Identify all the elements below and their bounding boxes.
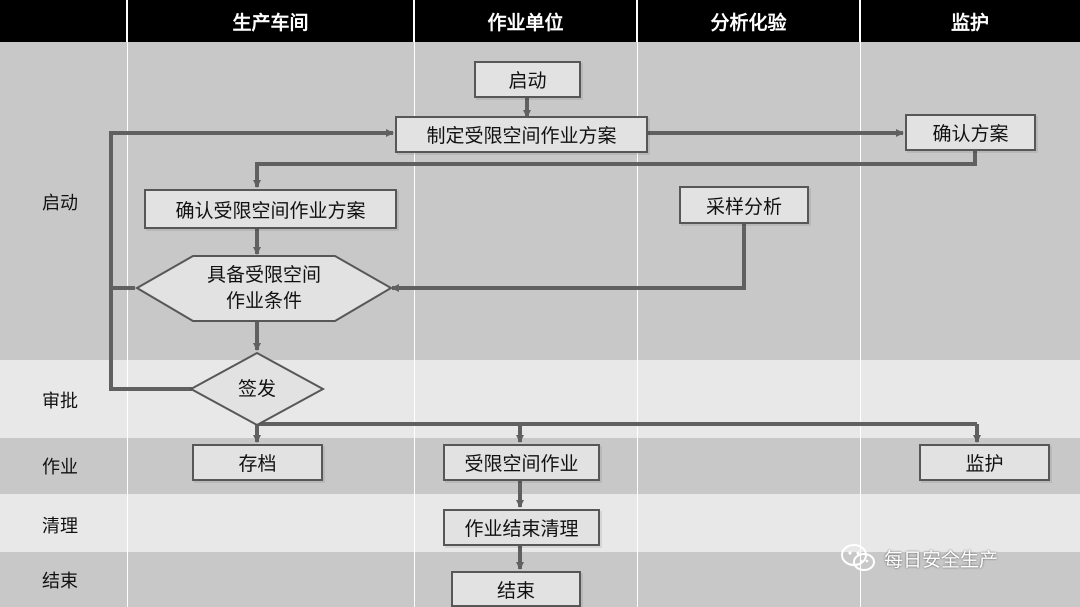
monitor-box: 监护 (919, 444, 1050, 481)
header-divider (859, 0, 861, 42)
conditions-decision-shape (135, 255, 393, 322)
column-divider (127, 42, 128, 607)
header-divider (126, 0, 128, 42)
arrow-sampling-to-conditions (391, 224, 746, 292)
header-monitoring: 监护 (860, 0, 1080, 42)
column-divider (860, 42, 861, 607)
conditions-line-1: 具备受限空间 (206, 264, 322, 286)
stage-label-start: 启动 (42, 193, 78, 214)
header-divider (413, 0, 415, 42)
line-sign-feedback (109, 288, 192, 391)
stage-label-cleanup: 清理 (42, 516, 78, 537)
stage-label-approval: 审批 (42, 391, 78, 412)
sampling-box: 采样分析 (679, 186, 809, 224)
stage-label-end: 结束 (42, 571, 78, 592)
start-box: 启动 (474, 61, 581, 98)
confirm-plan-box: 确认方案 (905, 114, 1036, 151)
cleanup-box: 作业结束清理 (443, 509, 600, 546)
wechat-icon (841, 544, 875, 571)
conditions-decision: 具备受限空间 作业条件 (207, 262, 321, 314)
confirm-workshop-plan-box: 确认受限空间作业方案 (144, 189, 397, 229)
header-analysis: 分析化验 (637, 0, 860, 42)
column-divider (414, 42, 415, 607)
sign-decision: 签发 (237, 378, 277, 400)
stage-label-work: 作业 (42, 457, 78, 478)
plan-box: 制定受限空间作业方案 (395, 116, 648, 153)
conditions-line-2: 作业条件 (225, 290, 303, 312)
arrow-confirm-to-workshop (253, 151, 977, 188)
column-divider (637, 42, 638, 607)
header-blank (0, 0, 127, 42)
header-divider (636, 0, 638, 42)
header-workshop: 生产车间 (127, 0, 414, 42)
watermark-text: 每日安全生产 (884, 548, 999, 571)
archive-box: 存档 (192, 444, 323, 481)
sign-decision-shape (188, 351, 326, 427)
header-work-unit: 作业单位 (414, 0, 637, 42)
arrow-feedback-to-plan (109, 129, 394, 290)
watermark: 每日安全生产 (840, 540, 998, 576)
end-box: 结束 (451, 571, 581, 607)
work-box: 受限空间作业 (443, 444, 600, 481)
